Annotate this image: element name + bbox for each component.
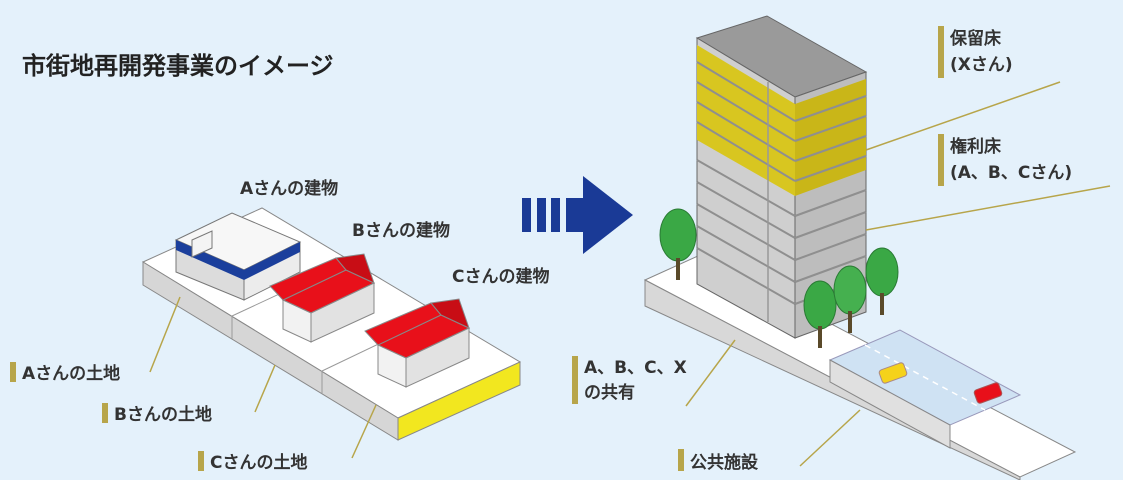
shared-leader	[685, 339, 736, 407]
tree-icon	[833, 265, 867, 333]
building-c	[364, 298, 471, 388]
building-a	[174, 212, 302, 301]
land-b-leader	[254, 364, 276, 413]
land-c-label: Cさんの土地	[210, 452, 307, 473]
public-facility-marker	[678, 449, 684, 471]
land-a-leader	[149, 296, 181, 373]
reserved-floor-label-line1: 保留床	[949, 28, 1002, 49]
building-b-label: Bさんの建物	[352, 220, 450, 241]
before-section: Aさんの建物 Bさんの建物 Cさんの建物 Aさんの土地 Bさんの土地 Cさんの土…	[10, 178, 549, 473]
land-c-leader	[351, 404, 377, 459]
rights-floor-leader	[865, 185, 1111, 231]
transformation-arrow	[522, 176, 633, 254]
red-car-icon	[973, 382, 1003, 404]
shared-marker	[572, 356, 578, 404]
reserved-floor-label-line2: (Xさん)	[950, 55, 1013, 75]
tree-icon	[659, 208, 697, 280]
building-a-label: Aさんの建物	[240, 178, 338, 199]
land-b-marker	[102, 403, 108, 423]
public-facility-leader	[799, 409, 861, 467]
building-b	[269, 253, 376, 343]
land-a-label: Aさんの土地	[22, 363, 120, 384]
rights-floor-label-line2: (A、B、Cさん)	[950, 163, 1072, 183]
land-a-marker	[10, 362, 16, 382]
reserved-floor-leader	[865, 81, 1061, 151]
public-facility-label: 公共施設	[690, 452, 759, 473]
rights-floor-label-line1: 権利床	[950, 136, 1002, 157]
tree-icon	[803, 280, 837, 348]
rights-floor-marker	[938, 134, 944, 186]
land-c-yellow-side	[397, 361, 521, 441]
diagram-title: 市街地再開発事業のイメージ	[22, 52, 334, 80]
after-section: 保留床 (Xさん) 権利床 (A、B、Cさん) A、B、C、X の共有 公共施設	[572, 15, 1111, 480]
land-b-label: Bさんの土地	[114, 404, 212, 425]
shared-label-line2: の共有	[584, 382, 635, 403]
building-c-label: Cさんの建物	[452, 266, 549, 287]
shared-label-line1: A、B、C、X	[584, 358, 687, 378]
tree-icon	[865, 247, 899, 315]
yellow-car-icon	[878, 362, 908, 384]
tower-building	[695, 15, 868, 339]
land-c-marker	[198, 451, 204, 471]
reserved-floor-marker	[938, 26, 944, 78]
